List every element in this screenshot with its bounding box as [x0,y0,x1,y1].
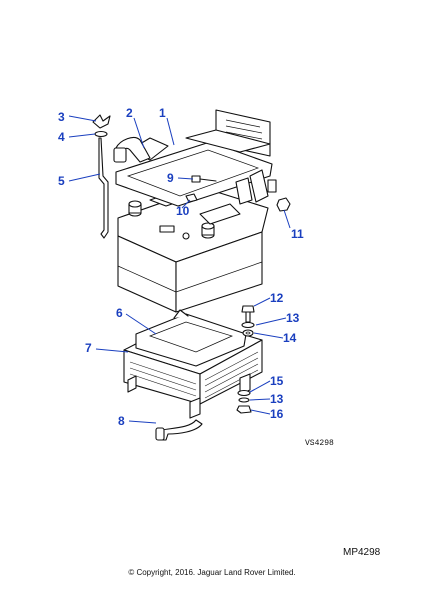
nut-11 [276,197,291,212]
callout-13-upper: 13 [286,311,300,325]
callout-13-lower: 13 [270,392,284,406]
washer-14 [242,329,254,337]
callout-3: 3 [58,110,65,124]
bolt-12 [241,305,255,323]
washer-13-upper [241,321,255,329]
copyright-notice: © Copyright, 2016. Jaguar Land Rover Lim… [128,568,296,577]
battery [117,187,269,313]
washer-13-lower [238,397,250,403]
callout-7: 7 [85,341,92,355]
wing-nut [92,114,111,129]
drain-tube [155,419,203,441]
callout-11: 11 [291,227,304,241]
nut-10 [185,193,198,203]
callout-9: 9 [167,171,174,185]
nut-16 [236,405,252,414]
insulation-pad [135,309,247,367]
callout-16: 16 [270,407,284,421]
leader-lines [68,115,291,424]
battery-strap [113,137,151,163]
callouts: 1 2 3 4 5 6 7 8 9 10 11 12 13 14 15 13 1… [58,106,304,428]
callout-10: 10 [176,204,190,218]
drawing-reference: VS4298 [305,439,334,448]
callout-1: 1 [159,106,166,120]
diagram-code: MP4298 [343,547,381,558]
callout-6: 6 [116,306,123,320]
callout-12: 12 [270,291,284,305]
callout-15: 15 [270,374,284,388]
callout-4: 4 [58,130,65,144]
callout-5: 5 [58,174,65,188]
washer-4 [94,130,108,138]
label-plate [185,109,271,157]
callout-8: 8 [118,414,125,428]
callout-14: 14 [283,331,297,345]
hook-rod [98,137,109,239]
washer-15 [237,389,251,397]
callout-2: 2 [126,106,133,120]
